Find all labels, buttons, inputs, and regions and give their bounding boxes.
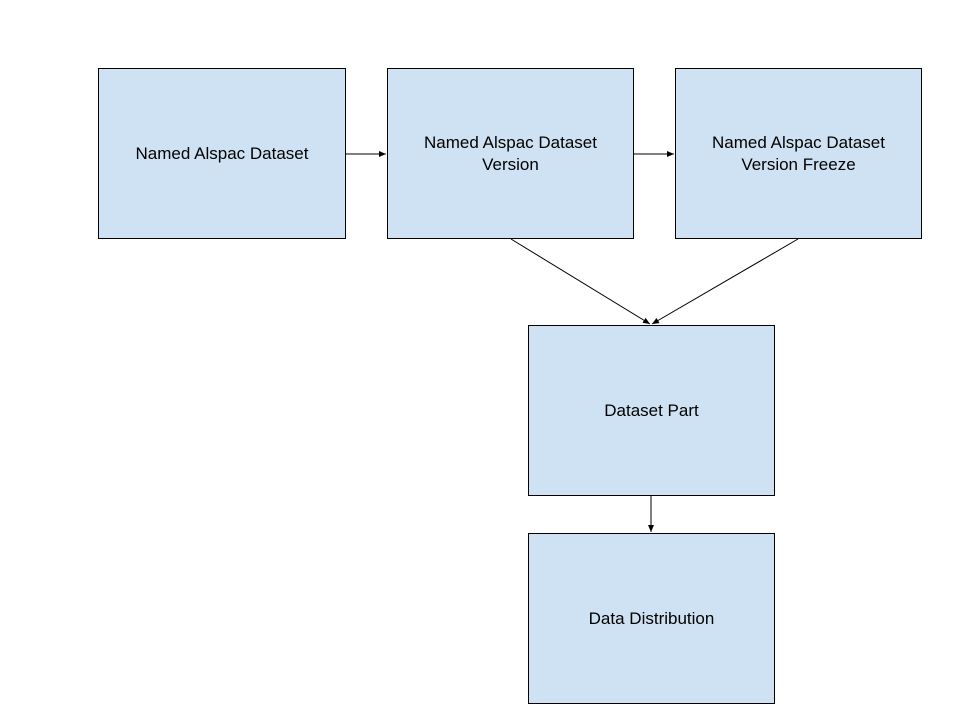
node-named-alspac-dataset: Named Alspac Dataset [98, 68, 346, 239]
node-label: Named Alspac Dataset [135, 143, 309, 163]
node-label: Named Alspac Dataset Version [424, 132, 597, 174]
edge-dataset-version-to-dataset-part [510, 238, 651, 325]
node-label: Named Alspac Dataset Version Freeze [712, 132, 885, 174]
edge-version-freeze-to-dataset-part [651, 238, 799, 325]
node-data-distribution: Data Distribution [528, 533, 775, 704]
node-label: Dataset Part [604, 400, 699, 420]
node-label: Data Distribution [588, 608, 715, 628]
node-named-alspac-dataset-version-freeze: Named Alspac Dataset Version Freeze [675, 68, 922, 239]
node-dataset-part: Dataset Part [528, 325, 775, 496]
node-named-alspac-dataset-version: Named Alspac Dataset Version [387, 68, 634, 239]
